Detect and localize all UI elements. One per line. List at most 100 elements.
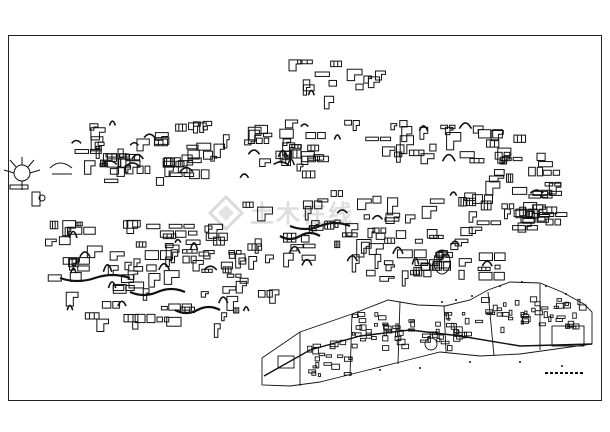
building-footprint (156, 316, 163, 323)
building-footprint (158, 262, 171, 271)
building-footprint (375, 232, 386, 240)
building-footprint (468, 211, 478, 223)
building-footprint (300, 151, 315, 166)
site-lot (521, 316, 531, 323)
building-footprint (173, 157, 181, 167)
building-footprint (213, 323, 221, 338)
site-lot (307, 345, 313, 353)
site-lot (317, 373, 321, 378)
site-lot (355, 332, 362, 337)
site-lot (578, 304, 587, 311)
building-footprint (379, 136, 392, 142)
site-lot (447, 317, 451, 321)
building-footprint (127, 270, 139, 280)
building-footprint (226, 295, 239, 311)
building-footprint (49, 220, 59, 230)
building-footprint (488, 175, 505, 183)
site-lot (383, 329, 388, 336)
building-footprint (247, 149, 261, 155)
building-footprint (146, 223, 161, 230)
building-footprint (410, 269, 421, 276)
building-footprint (189, 169, 200, 180)
building-footprint (459, 151, 475, 159)
site-lot (508, 316, 514, 321)
building-footprint (540, 189, 553, 199)
site-lot (543, 311, 548, 319)
building-footprint (446, 131, 462, 151)
building-footprint (481, 260, 493, 267)
site-lot (355, 325, 363, 330)
building-footprint (396, 249, 413, 259)
site-mark (561, 365, 563, 367)
building-footprint (254, 124, 268, 135)
building-footprint (68, 230, 78, 239)
building-footprint (282, 138, 292, 147)
site-lot (435, 321, 441, 327)
site-lot (436, 337, 441, 343)
building-footprint (142, 288, 150, 301)
building-footprint (458, 269, 465, 280)
site-lot (374, 322, 378, 327)
building-footprint (259, 158, 271, 168)
building-footprint (522, 218, 535, 224)
building-footprint (380, 227, 387, 234)
site-lot (359, 337, 367, 342)
site-lot (312, 347, 319, 355)
site-mark (455, 299, 457, 301)
building-footprint (146, 313, 156, 324)
site-lot (461, 312, 466, 316)
building-footprint (279, 128, 294, 139)
site-lot (343, 372, 352, 376)
site-lot (398, 329, 404, 336)
building-footprint (78, 257, 90, 265)
building-footprint (233, 307, 240, 314)
building-footprint (429, 234, 444, 239)
site-lot (392, 325, 401, 329)
site-lot (540, 306, 549, 310)
building-footprint (360, 241, 370, 254)
site-master-plan (261, 281, 593, 387)
building-footprint (159, 230, 174, 238)
building-footprint (301, 258, 313, 266)
building-footprint (443, 260, 451, 271)
site-lot (534, 310, 543, 316)
building-footprint (135, 241, 147, 248)
building-footprint (131, 153, 144, 160)
site-lot (394, 335, 402, 342)
building-footprint (383, 260, 394, 266)
building-footprint (493, 169, 505, 176)
building-footprint (277, 149, 289, 158)
site-lot (318, 352, 326, 357)
building-footprint (186, 144, 199, 150)
building-footprint (374, 253, 382, 269)
site-lot (374, 312, 379, 317)
building-footprint (313, 154, 325, 161)
building-footprint (102, 263, 113, 273)
building-footprint (526, 225, 538, 231)
building-footprint (222, 266, 232, 274)
site-lot (556, 298, 563, 302)
site-lot (432, 332, 439, 338)
building-footprint (414, 259, 428, 266)
site-lot (394, 330, 398, 338)
site-mark (471, 295, 473, 297)
building-footprint (101, 301, 112, 309)
building-footprint (492, 129, 503, 139)
site-lot (351, 343, 358, 349)
building-footprint (221, 312, 228, 322)
building-footprint (164, 165, 174, 178)
building-footprint (420, 263, 431, 271)
site-lot (475, 319, 484, 324)
building-footprint (47, 274, 62, 282)
secondary-road (299, 284, 541, 386)
building-footprint (182, 255, 190, 264)
building-footprint (65, 291, 79, 307)
site-lot (311, 371, 317, 376)
building-footprint (242, 201, 254, 208)
circular-block-cluster (3, 157, 73, 207)
site-lot (337, 354, 344, 359)
building-footprint (458, 197, 467, 207)
site-lot (485, 309, 493, 314)
building-footprint (511, 186, 528, 195)
building-footprint (239, 173, 250, 179)
